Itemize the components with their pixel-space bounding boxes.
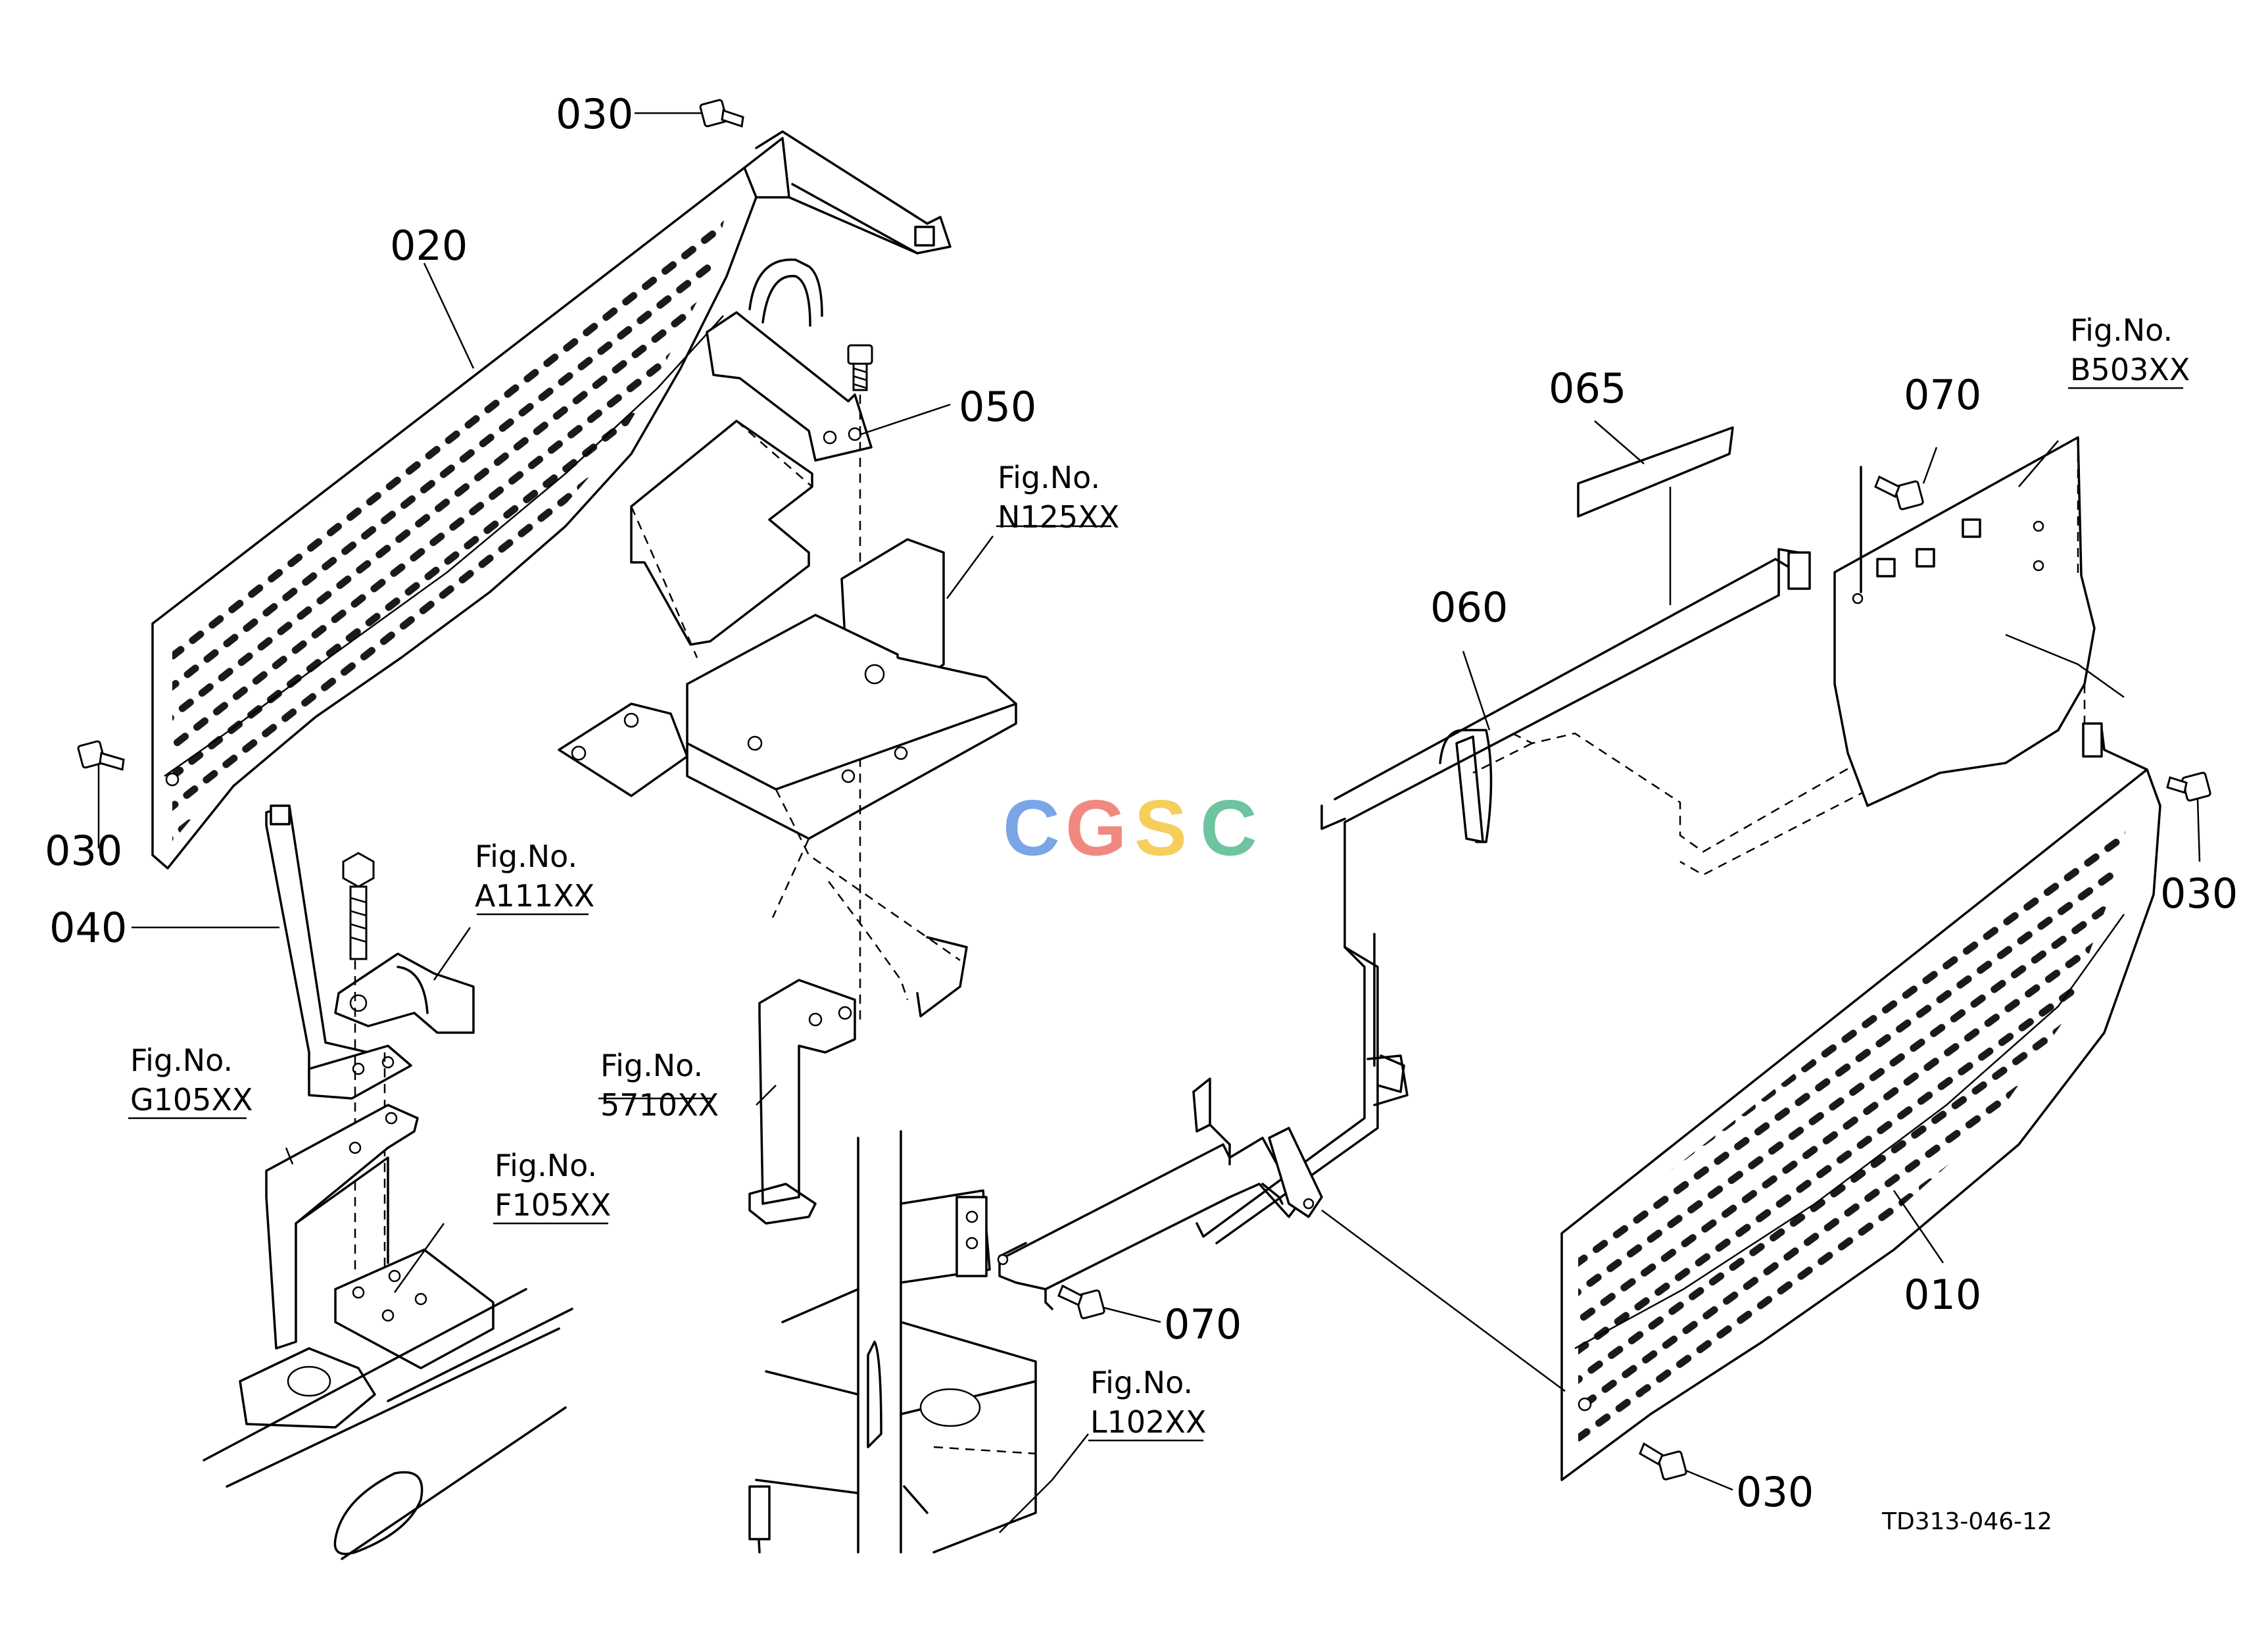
watermark-letter-2: G (1065, 784, 1126, 872)
leader-lines (97, 112, 2201, 1533)
label-030-right: 030 (2160, 870, 2238, 918)
label-010: 010 (1904, 1271, 1981, 1319)
bolt-050 (847, 344, 873, 1020)
label-065: 065 (1549, 364, 1626, 412)
label-040: 040 (49, 904, 127, 952)
lower-left-frame (203, 1288, 573, 1560)
fig-prefix-5710: Fig.No. (600, 1048, 703, 1083)
base-plate-f105 (334, 1248, 495, 1369)
insulation-pad-065 (1577, 426, 1734, 605)
watermark-letter-3: S (1134, 784, 1187, 872)
lower-step-bracket (748, 979, 856, 1225)
fig-ref-b503: B503XX (2070, 352, 2190, 387)
label-030-left: 030 (45, 827, 122, 875)
fig-prefix-b503: Fig.No. (2070, 312, 2173, 348)
side-panel-b503 (1833, 436, 2125, 807)
figure-references: Fig.No. A111XX Fig.No. G105XX Fig.No. F1… (130, 312, 2190, 1440)
fig-ref-l102: L102XX (1090, 1404, 1206, 1440)
bolt-030-right (2166, 772, 2211, 802)
grille-panel-020 (151, 137, 790, 870)
label-020: 020 (390, 222, 468, 270)
grille-panel-010 (1321, 722, 2161, 1481)
fig-prefix-g105: Fig.No. (130, 1043, 233, 1078)
bolt-070-lower (1057, 1284, 1105, 1319)
upper-support-arm (706, 130, 952, 462)
fig-ref-n125: N125XX (998, 499, 1119, 535)
fig-ref-5710: 5710XX (600, 1087, 719, 1123)
frame-060 (1192, 548, 1811, 1244)
bolt-030-top (699, 99, 744, 128)
fig-ref-a111: A111XX (475, 878, 594, 914)
label-030-bottom: 030 (1736, 1468, 1814, 1516)
drawing-code: TD313-046-12 (1881, 1508, 2052, 1535)
label-050: 050 (959, 383, 1036, 431)
fig-ref-f105: F105XX (495, 1187, 611, 1223)
fig-prefix-l102: Fig.No. (1090, 1365, 1193, 1400)
lower-cross-member (997, 1127, 1323, 1310)
label-060: 060 (1430, 583, 1508, 631)
center-frame-bracket (558, 420, 1017, 1018)
stay-040 (265, 804, 412, 1100)
cgsc-watermark: C G S C (1003, 784, 1257, 872)
fig-prefix-a111: Fig.No. (475, 839, 577, 874)
fig-prefix-n125: Fig.No. (998, 460, 1100, 495)
bolt-070-right (1874, 475, 1924, 510)
watermark-letter-1: C (1003, 784, 1060, 872)
stud-and-clamp (334, 852, 475, 1269)
lower-frame-post (748, 1130, 1037, 1554)
part-labels: 030 020 030 040 050 065 070 060 030 010 … (45, 90, 2238, 1516)
watermark-letter-4: C (1200, 784, 1257, 872)
label-070-right: 070 (1904, 371, 1981, 419)
label-030-top: 030 (556, 90, 633, 138)
mount-bracket-g105 (265, 1104, 419, 1350)
label-070-lower: 070 (1164, 1300, 1242, 1348)
fig-prefix-f105: Fig.No. (495, 1148, 597, 1183)
bolt-030-left (77, 740, 125, 771)
bolt-030-bottom (1639, 1442, 1687, 1481)
fig-ref-g105: G105XX (130, 1082, 253, 1118)
